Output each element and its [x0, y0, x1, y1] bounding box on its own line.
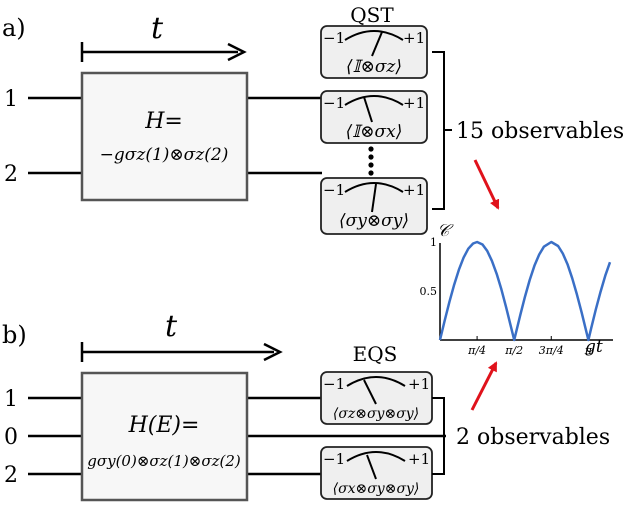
concurrence-chart: 𝒞 gt π/4 π/2 3π/4 π 1 0.5 — [420, 221, 613, 357]
chart-ylabel: 𝒞 — [437, 221, 454, 241]
observables-count-a: 15 observables — [456, 119, 623, 144]
meter-a-1-observable: ⟨𝕀⊗σz⟩ — [346, 57, 402, 77]
meter-b-2-max: +1 — [408, 450, 430, 468]
concurrence-series-line — [438, 240, 612, 342]
time-arrow-a: t — [80, 11, 247, 62]
hamiltonian-a-line1: H= — [144, 109, 183, 134]
y-tick-label: 0.5 — [420, 285, 438, 298]
hamiltonian-box-b — [80, 371, 249, 502]
chart-xlabel: gt — [585, 337, 603, 357]
chart-series — [438, 240, 612, 342]
meter-b-2: −1 +1 ⟨σx⊗σy⊗σy⟩ — [320, 446, 433, 500]
x-tick-label: π/2 — [504, 344, 523, 357]
ellipsis-dots — [368, 146, 374, 176]
eqs-title: EQS — [353, 342, 398, 366]
hamiltonian-a-line2: −gσz(1)⊗σz(2) — [100, 145, 229, 165]
panel-a-label: a) — [2, 14, 26, 42]
meter-a-2-observable: ⟨𝕀⊗σx⟩ — [346, 122, 403, 142]
meter-b-1: −1 +1 ⟨σz⊗σy⊗σy⟩ — [320, 371, 433, 425]
meter-a-1-min: −1 — [323, 29, 345, 47]
qubit-label-b-2: 2 — [4, 463, 18, 488]
y-tick-label: 1 — [430, 236, 437, 249]
meter-a-3-min: −1 — [323, 181, 345, 199]
meter-b-2-min: −1 — [323, 450, 345, 468]
observables-count-b: 2 observables — [456, 425, 610, 450]
meter-a-3-max: +1 — [403, 181, 425, 199]
qubit-label-a-2: 2 — [4, 162, 18, 187]
meter-b-1-max: +1 — [408, 375, 430, 393]
meter-a-3: −1 +1 ⟨σy⊗σy⟩ — [320, 177, 428, 235]
qubit-label-b-1: 1 — [4, 387, 18, 412]
x-tick-label: 3π/4 — [539, 344, 564, 357]
red-arrow-a — [473, 159, 500, 210]
meter-a-2-max: +1 — [403, 94, 425, 112]
time-symbol-a: t — [151, 11, 164, 46]
bracket-a — [432, 51, 445, 210]
hamiltonian-b-line2: gσy(0)⊗σz(1)⊗σz(2) — [87, 452, 241, 470]
time-arrow-b: t — [80, 309, 283, 362]
meter-a-3-observable: ⟨σy⊗σy⟩ — [339, 211, 409, 231]
hamiltonian-b-line1: H(E)= — [128, 413, 200, 438]
qubit-label-b-0: 0 — [4, 425, 18, 450]
time-symbol-b: t — [165, 309, 178, 344]
panel-a: a) t 1 2 H= −gσz(1)⊗σz(2) QST −1 +1 ⟨𝕀⊗σ… — [2, 3, 623, 235]
meter-b-1-observable: ⟨σz⊗σy⊗σy⟩ — [333, 406, 419, 422]
meter-a-1-max: +1 — [403, 29, 425, 47]
meter-a-1: −1 +1 ⟨𝕀⊗σz⟩ — [320, 25, 428, 79]
qubit-label-a-1: 1 — [4, 87, 18, 112]
meter-a-2-min: −1 — [323, 94, 345, 112]
bracket-b — [432, 397, 445, 475]
meter-b-2-observable: ⟨σx⊗σy⊗σy⟩ — [333, 481, 420, 497]
red-arrow-b — [470, 361, 498, 411]
meter-b-1-min: −1 — [323, 375, 345, 393]
x-tick-label: π — [584, 344, 593, 357]
qst-title: QST — [350, 3, 394, 27]
panel-b: b) t 1 0 2 H(E)= gσy(0)⊗σz(1)⊗σz(2) EQS … — [2, 309, 610, 502]
meter-a-2: −1 +1 ⟨𝕀⊗σx⟩ — [320, 90, 428, 144]
panel-b-label: b) — [2, 321, 27, 349]
hamiltonian-box-a — [80, 71, 249, 202]
x-tick-label: π/4 — [467, 344, 486, 357]
chart-ticks: π/4 π/2 3π/4 π 1 0.5 — [420, 236, 593, 357]
